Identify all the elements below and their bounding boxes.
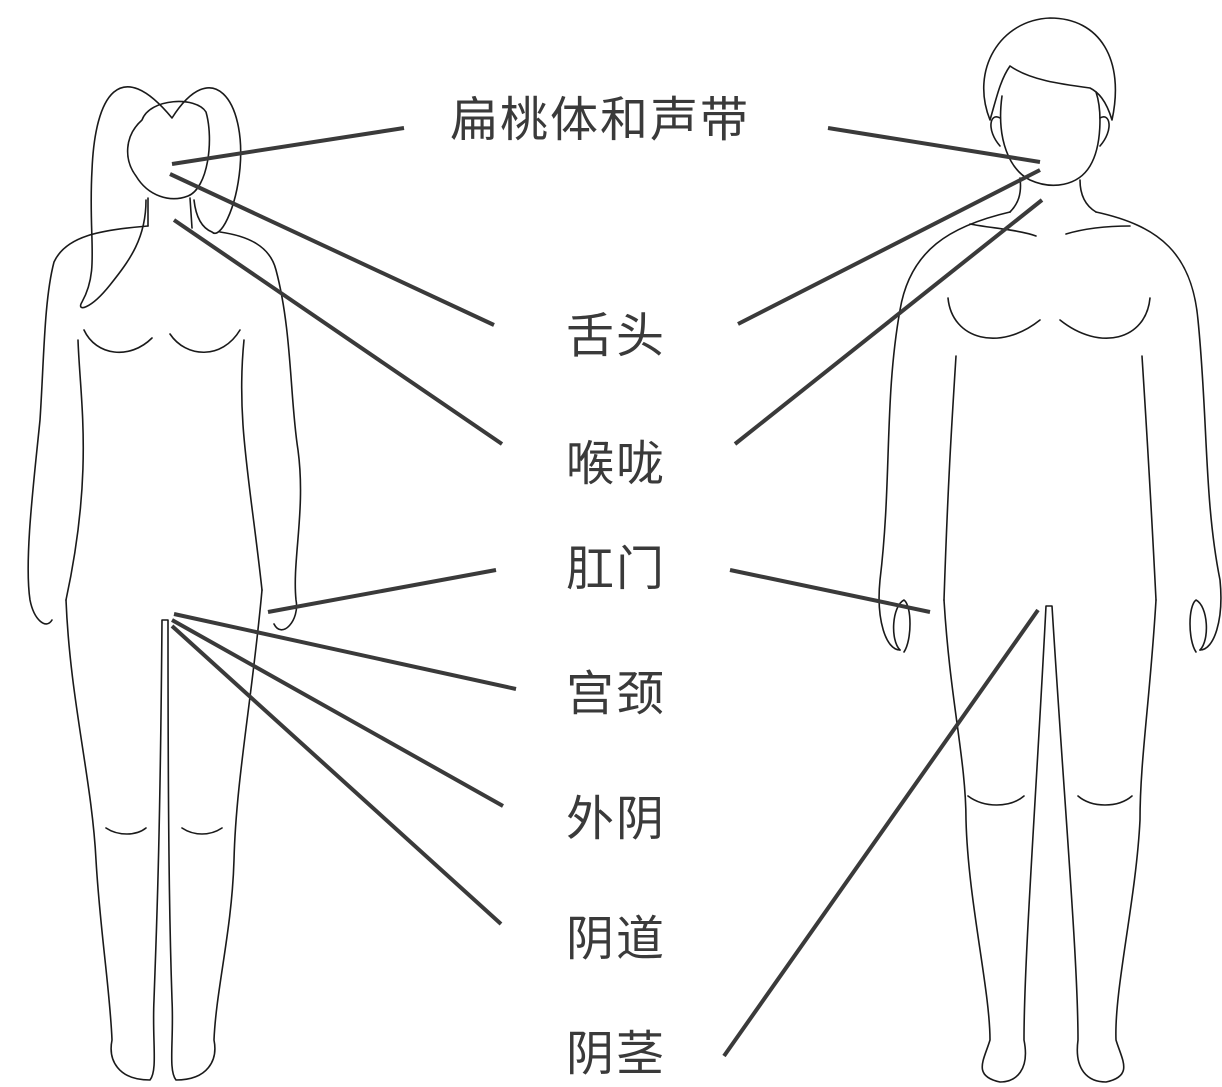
female-face: [126, 100, 211, 200]
leader-female-tonsils: [171, 126, 405, 166]
leader-male-throat: [733, 198, 1044, 446]
male-torso-left: [878, 211, 1011, 651]
leader-female-vulva: [171, 618, 504, 808]
male-legs: [943, 599, 1157, 1083]
female-knees: [105, 827, 223, 835]
leader-male-tongue: [737, 168, 1041, 326]
male-face: [999, 91, 1101, 187]
leader-male-anus: [729, 568, 931, 614]
male-inner-arms: [943, 355, 1157, 601]
label-cervix: 宫颈: [566, 666, 667, 722]
label-vulva: 外阴: [566, 791, 667, 847]
male-ears: [990, 116, 1110, 147]
label-anus: 肛门: [566, 541, 667, 597]
leader-female-anus: [267, 568, 497, 614]
female-figure: [27, 86, 302, 1081]
male-collarbones: [969, 223, 1131, 237]
female-breasts: [83, 329, 241, 354]
male-neck: [1009, 177, 1097, 213]
male-knees: [967, 795, 1133, 806]
label-penis: 阴茎: [566, 1026, 667, 1082]
leader-lines: [169, 126, 1044, 1058]
leader-male-tonsils: [827, 126, 1041, 164]
male-torso-right: [1095, 211, 1222, 651]
female-inner-arms: [65, 339, 263, 601]
female-torso-left: [27, 225, 149, 625]
label-vagina: 阴道: [566, 911, 667, 967]
male-figure: [878, 17, 1222, 1083]
leader-female-throat: [172, 218, 504, 446]
male-hair: [982, 17, 1117, 121]
male-chest: [947, 297, 1151, 339]
female-neck: [147, 197, 193, 229]
female-legs: [65, 589, 263, 1081]
leader-male-penis: [722, 608, 1040, 1058]
label-tongue: 舌头: [566, 308, 667, 364]
label-tonsils-vocal-cords: 扁桃体和声带: [450, 92, 751, 148]
label-throat: 喉咙: [566, 436, 667, 492]
leader-female-cervix: [173, 612, 517, 691]
leader-female-tongue: [169, 172, 495, 327]
male-hands: [892, 599, 1208, 653]
female-hair: [79, 86, 242, 309]
leader-female-vagina: [170, 624, 503, 926]
